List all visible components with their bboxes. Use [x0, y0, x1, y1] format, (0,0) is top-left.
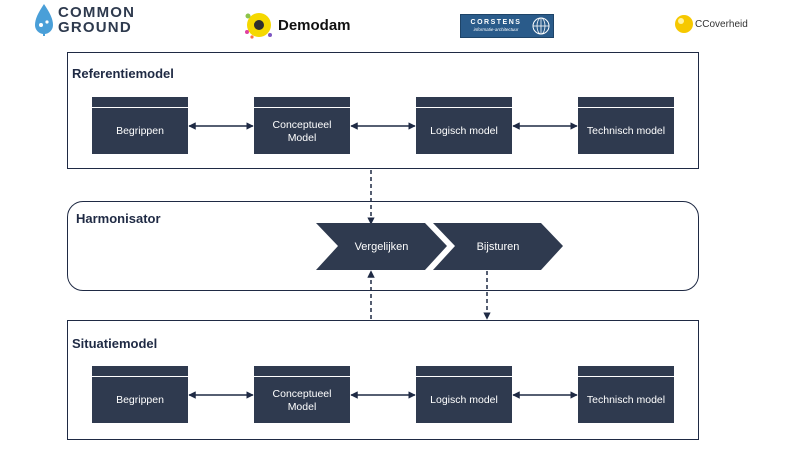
- sit-block-conceptueel-model-label: Conceptueel Model: [272, 387, 332, 413]
- situatiemodel-title: Situatiemodel: [72, 336, 158, 351]
- demodam-name: Demodam: [278, 16, 351, 34]
- ref-block-logisch-model-label: Logisch model: [430, 125, 498, 137]
- ref-block-begrippen-label: Begrippen: [116, 125, 164, 137]
- ccoverheid-icon: [675, 15, 693, 33]
- corstens-tagline: informatie-architectuur: [473, 27, 519, 32]
- ref-block-technisch-model-label: Technisch model: [586, 125, 666, 137]
- sit-block-begrippen: Begrippen: [92, 366, 188, 423]
- ref-block-technisch-model: Technisch model: [578, 97, 674, 154]
- chevron-bijsturen-label: Bijsturen: [476, 240, 520, 253]
- ref-block-conceptueel-model-label: Conceptueel Model: [272, 118, 332, 144]
- sit-block-technisch-model-label: Technisch model: [586, 394, 666, 406]
- chevron-vergelijken-label: Vergelijken: [354, 240, 409, 253]
- sit-block-logisch-model-label: Logisch model: [430, 394, 498, 406]
- sit-block-logisch-model: Logisch model: [416, 366, 512, 423]
- corstens-logo: CORSTENS informatie-architectuur: [460, 14, 554, 38]
- water-drop-icon: [35, 4, 53, 36]
- sit-block-conceptueel-model: Conceptueel Model: [254, 366, 350, 423]
- ccoverheid-logo: CCoverheid: [674, 14, 748, 34]
- demodam-logo: Demodam: [243, 10, 351, 40]
- referentiemodel-title: Referentiemodel: [72, 66, 174, 81]
- globe-icon: [532, 17, 550, 35]
- ref-block-conceptueel-model: Conceptueel Model: [254, 97, 350, 154]
- common-ground-line1: COMMON: [58, 4, 136, 21]
- harmonisator-title: Harmonisator: [76, 211, 161, 226]
- ref-block-logisch-model: Logisch model: [416, 97, 512, 154]
- ref-block-begrippen: Begrippen: [92, 97, 188, 154]
- chevron-bijsturen: [433, 223, 563, 270]
- demodam-icon: [245, 13, 272, 39]
- corstens-name: CORSTENS: [470, 19, 522, 26]
- chevron-vergelijken: [316, 223, 447, 270]
- sit-block-begrippen-label: Begrippen: [116, 394, 164, 406]
- common-ground-line2: GROUND: [58, 19, 132, 36]
- ccoverheid-name: CCoverheid: [695, 18, 748, 30]
- sit-block-technisch-model: Technisch model: [578, 366, 674, 423]
- common-ground-logo: COMMON GROUND: [34, 3, 135, 37]
